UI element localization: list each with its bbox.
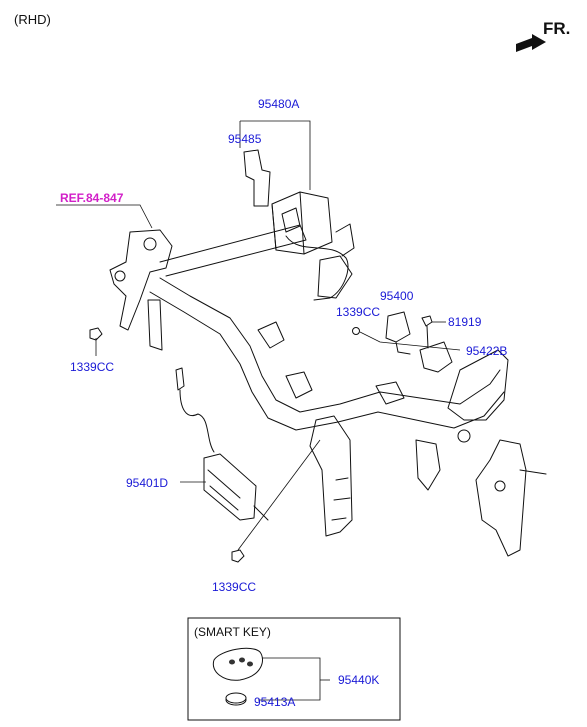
antenna-unit: [385, 311, 411, 355]
smart-key-module: [271, 191, 355, 301]
label-95400[interactable]: 95400: [380, 289, 414, 303]
label-95413A[interactable]: 95413A: [254, 695, 295, 709]
nut-bottom: [231, 549, 245, 563]
front-label: FR.: [543, 19, 570, 38]
label-95401D[interactable]: 95401D: [126, 476, 168, 490]
label-95485[interactable]: 95485: [228, 132, 262, 146]
label-81919[interactable]: 81919: [448, 315, 482, 329]
label-1339CC-left[interactable]: 1339CC: [70, 360, 114, 374]
leader-95440K: [258, 657, 321, 701]
label-95422B[interactable]: 95422B: [466, 344, 507, 358]
label-95480A[interactable]: 95480A: [258, 97, 299, 111]
bracket-95485: [243, 149, 271, 207]
leader-nut-bottom: [237, 439, 321, 551]
label-1339CC-right[interactable]: 1339CC: [336, 305, 380, 319]
label-1339CC-bottom[interactable]: 1339CC: [212, 580, 256, 594]
smart-key-inset: (SMART KEY) 95440K 95413A: [187, 617, 401, 721]
antenna-bracket: [419, 341, 453, 373]
front-arrow-icon: [516, 34, 546, 52]
coin-battery-icon: [225, 692, 247, 706]
cowl-cross-beam: [109, 224, 547, 557]
ref-leader: [56, 204, 153, 229]
inset-title: (SMART KEY): [194, 625, 271, 639]
leader-95480A: [240, 120, 311, 190]
ecu-unit: [175, 367, 269, 521]
nut-left: [89, 327, 103, 341]
ref-label[interactable]: REF.84-847: [60, 191, 124, 205]
rhd-label: (RHD): [14, 12, 51, 27]
nut-right: [352, 327, 360, 335]
bolt-81919: [421, 315, 433, 349]
leader-95422B: [359, 331, 461, 351]
front-direction-indicator: FR.: [516, 19, 570, 52]
key-fob-icon: [212, 647, 263, 681]
label-95440K[interactable]: 95440K: [338, 673, 379, 687]
